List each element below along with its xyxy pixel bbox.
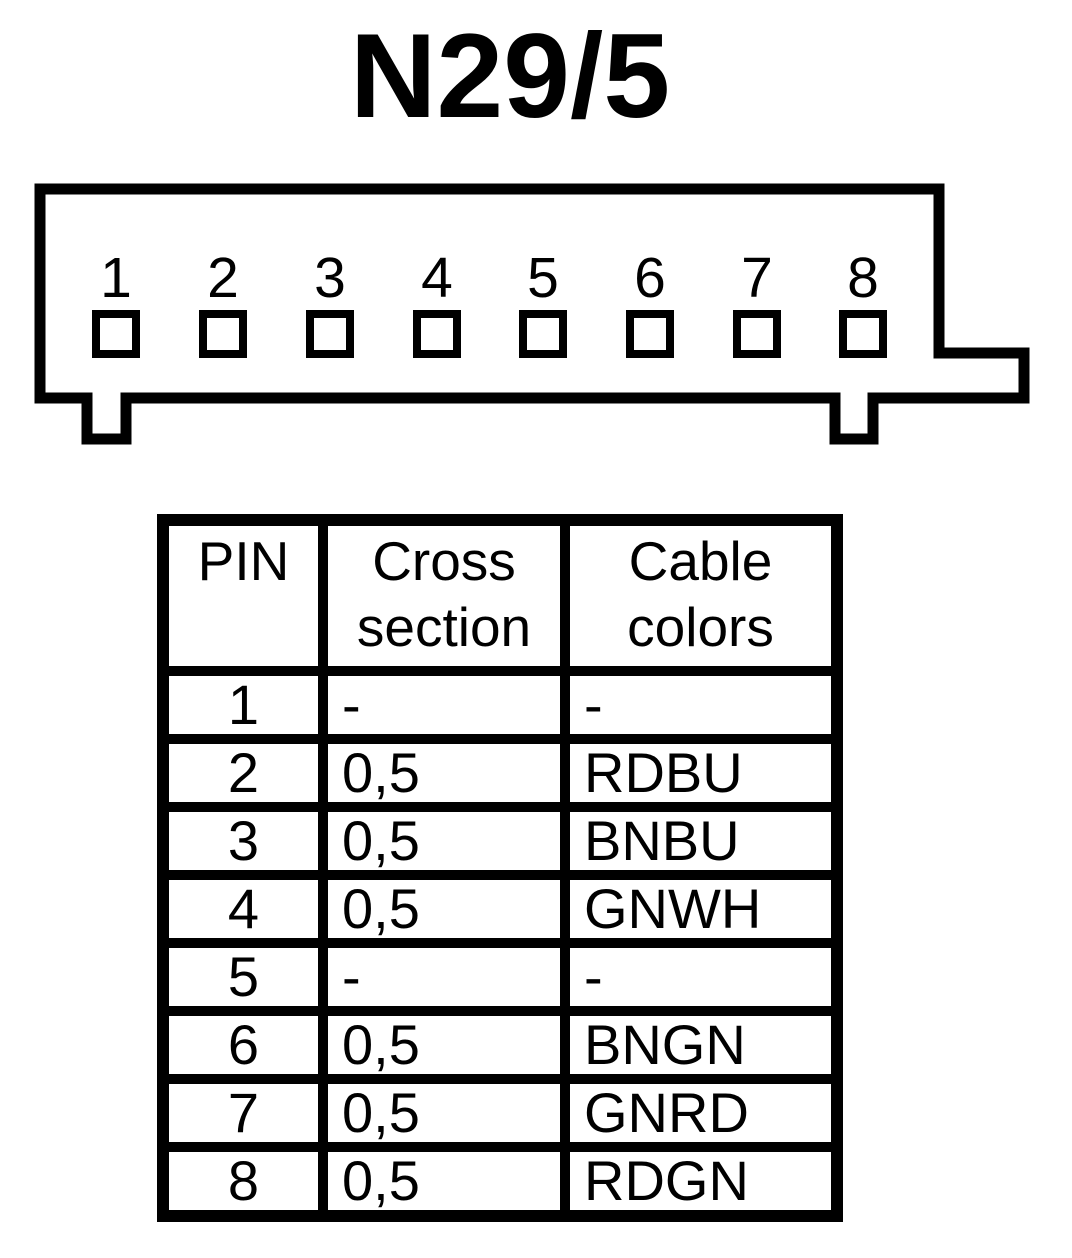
table-row: 6 0,5 BNGN <box>158 1006 842 1084</box>
pin-number-label: 4 <box>421 246 453 310</box>
cable-color-cell: GNWH <box>560 870 842 948</box>
cross-section-cell: 0,5 <box>318 1074 570 1152</box>
pin-number-labels: 1 2 3 4 5 6 7 8 <box>100 246 879 310</box>
cable-color-cell: - <box>560 938 842 1016</box>
cross-section-cell: 0,5 <box>318 1142 570 1221</box>
pin-wiring-table: PIN Cross section Cable colors 1 - - 2 0… <box>157 514 843 1222</box>
table-header-row: PIN Cross section Cable colors <box>158 515 842 676</box>
cable-color-cell: BNGN <box>560 1006 842 1084</box>
table-row: 3 0,5 BNBU <box>158 802 842 880</box>
table-row: 5 - - <box>158 938 842 1016</box>
pin-number-label: 2 <box>207 246 239 310</box>
pin-cell: 3 <box>158 802 328 880</box>
table-row: 7 0,5 GNRD <box>158 1074 842 1152</box>
pin-number-label: 7 <box>741 246 773 310</box>
table-row: 1 - - <box>158 666 842 744</box>
pin-number-label: 8 <box>847 246 879 310</box>
table-row: 2 0,5 RDBU <box>158 734 842 812</box>
connector-title: N29/5 <box>349 9 671 143</box>
cross-section-cell: 0,5 <box>318 870 570 948</box>
pin-cell: 4 <box>158 870 328 948</box>
pin-square-2 <box>199 310 247 358</box>
pin-number-label: 5 <box>527 246 559 310</box>
cross-section-cell: 0,5 <box>318 1006 570 1084</box>
pin-square-6 <box>626 310 674 358</box>
pin-cell: 5 <box>158 938 328 1016</box>
pin-square-1 <box>92 310 140 358</box>
pin-squares <box>92 310 887 358</box>
connector-drawing: 1 2 3 4 5 6 7 8 <box>34 183 1030 445</box>
cross-section-cell: - <box>318 666 570 744</box>
header-cable-colors: Cable colors <box>560 515 842 676</box>
header-pin: PIN <box>158 515 328 676</box>
header-cross-section: Cross section <box>318 515 570 676</box>
cross-section-cell: 0,5 <box>318 802 570 880</box>
cable-color-cell: RDGN <box>560 1142 842 1221</box>
pin-square-5 <box>519 310 567 358</box>
table-row: 8 0,5 RDGN <box>158 1142 842 1221</box>
pin-number-label: 6 <box>634 246 666 310</box>
pin-cell: 7 <box>158 1074 328 1152</box>
pin-number-label: 1 <box>100 246 132 310</box>
cable-color-cell: BNBU <box>560 802 842 880</box>
pin-cell: 8 <box>158 1142 328 1221</box>
pin-number-label: 3 <box>314 246 346 310</box>
cross-section-cell: 0,5 <box>318 734 570 812</box>
pin-cell: 6 <box>158 1006 328 1084</box>
cable-color-cell: GNRD <box>560 1074 842 1152</box>
pin-square-4 <box>413 310 461 358</box>
cross-section-cell: - <box>318 938 570 1016</box>
pin-cell: 1 <box>158 666 328 744</box>
pin-square-7 <box>733 310 781 358</box>
pin-square-3 <box>306 310 354 358</box>
pin-cell: 2 <box>158 734 328 812</box>
cable-color-cell: RDBU <box>560 734 842 812</box>
table-row: 4 0,5 GNWH <box>158 870 842 948</box>
cable-color-cell: - <box>560 666 842 744</box>
pin-square-8 <box>839 310 887 358</box>
